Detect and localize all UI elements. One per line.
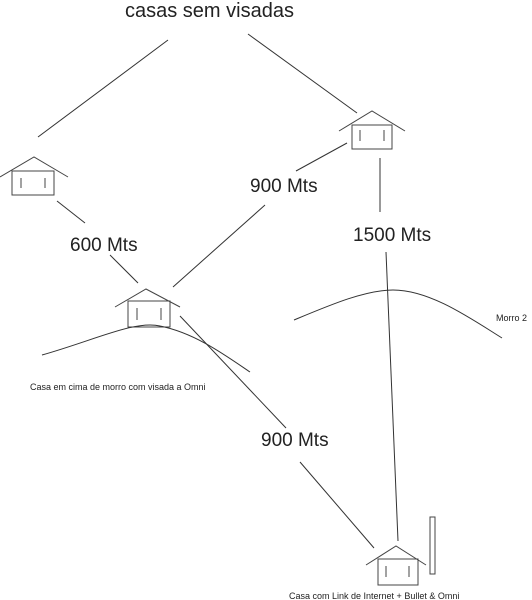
- base-house-icon: [365, 545, 427, 586]
- bottom-link-line-lower: [299, 461, 375, 549]
- title-left-line: [37, 39, 169, 138]
- right-link-line-lower: [385, 251, 399, 542]
- distance-label-bottom: 900 Mts: [261, 430, 329, 451]
- hill-house-icon: [114, 288, 181, 328]
- distance-label-left: 600 Mts: [70, 235, 138, 256]
- left-house-icon: [0, 156, 69, 196]
- diagram-title: casas sem visadas: [125, 0, 294, 22]
- distance-label-center: 900 Mts: [250, 176, 318, 197]
- left-link-line-upper: [56, 200, 86, 224]
- title-right-line: [247, 33, 358, 114]
- right-house-icon: [338, 110, 406, 150]
- bottom-link-line-upper: [179, 315, 287, 429]
- center-link-line-lower: [172, 204, 266, 288]
- antenna-mast-icon: [429, 516, 436, 575]
- base-house-label: Casa com Link de Internet + Bullet & Omn…: [289, 591, 459, 600]
- hill2-curve: [293, 289, 503, 339]
- hill2-label: Morro 2: [496, 313, 527, 323]
- hill-curve: [41, 324, 251, 373]
- center-link-line-upper: [295, 142, 348, 172]
- hill-house-label: Casa em cima de morro com visada a Omni: [30, 382, 206, 392]
- left-link-line-lower: [109, 254, 139, 284]
- distance-label-right: 1500 Mts: [353, 225, 431, 246]
